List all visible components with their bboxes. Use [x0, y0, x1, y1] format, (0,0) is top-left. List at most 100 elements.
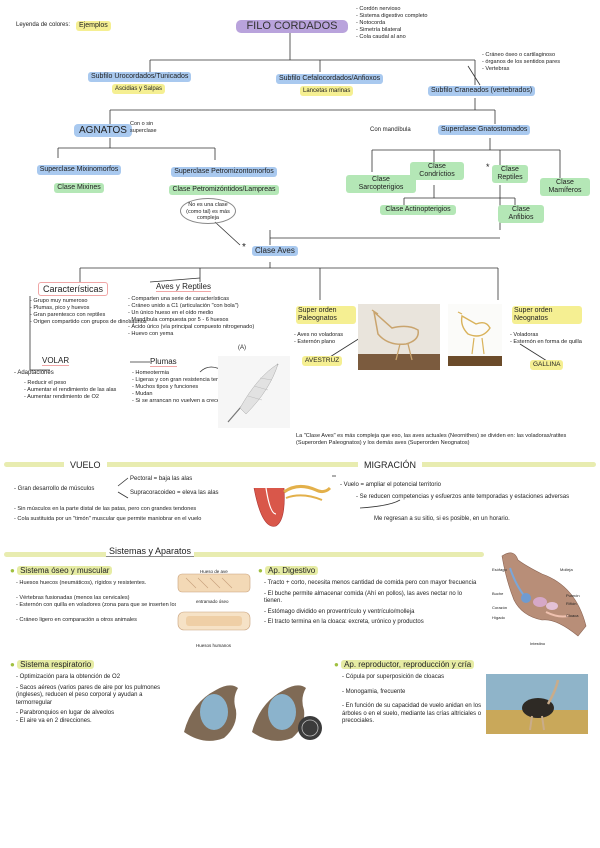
reptiles-star: * — [486, 162, 490, 172]
bullet-icon: ● — [10, 566, 15, 575]
reproductor-title: ● Ap. reproductor, reproducción y cría — [334, 660, 475, 669]
migracion-item-2: - Se reducen competencias y esfuerzos an… — [356, 494, 570, 500]
list-item: - Cópula por superposición de cloacas — [342, 674, 445, 680]
craniata-traits: Cráneo óseo o cartilaginoso órganos de l… — [482, 52, 560, 73]
list-item: Grupo muy numeroso — [30, 298, 147, 305]
list-item: Muchos tipos y funciones — [132, 384, 234, 391]
superclass-petromizontomorfos: Superclase Petromizontomorfos — [171, 167, 277, 177]
class-condrictios: Clase Condríctios — [410, 162, 464, 180]
diag-label-higado: Hígado — [492, 615, 505, 620]
list-item: Homeotermia — [132, 370, 234, 377]
sistemas-title: Sistemas y Aparatos — [106, 546, 195, 557]
list-item: Huesos huecos (neumáticos), rígidos y re… — [16, 580, 230, 587]
trait-item: órganos de los sentidos pares — [482, 59, 560, 66]
list-item-text: El buche permite almacenar comida (Ahí e… — [264, 590, 463, 605]
plumas-title: Plumas — [150, 357, 177, 367]
volar-adaptaciones: - Adaptaciones — [14, 370, 54, 376]
diag-label-intestino: Intestino — [530, 641, 546, 646]
list-item: Aves no voladoras — [294, 332, 343, 339]
vuelo-muscle-supracoracoideo: Supracoracoideo = eleva las alas — [130, 490, 219, 496]
list-item-text: El tracto termina en la cloaca: excreta,… — [267, 619, 424, 625]
list-item-text: Tracto + corto, necesita menos cantidad … — [267, 580, 477, 586]
legend-label: Leyenda de colores: — [16, 22, 71, 28]
class-mixines: Clase Mixines — [54, 183, 104, 193]
list-item-text: En función de su capacidad de vuelo anid… — [342, 703, 482, 724]
bone-label-esponja: entramado óseo — [196, 599, 229, 604]
trait-item: Cordón nervioso — [356, 6, 428, 13]
neognatos-example: GALLINA — [530, 360, 564, 370]
list-item: - El buche permite almacenar comida (Ahí… — [264, 590, 463, 605]
list-item: Aumentar el rendimiento de las alas — [24, 387, 116, 394]
diag-label-cloaca: Cloaca — [566, 613, 579, 618]
aves-star: * — [242, 242, 246, 253]
list-item: Reducir el peso — [24, 380, 116, 387]
list-item-text: Sacos aéreos (varios pares de aire por l… — [16, 684, 161, 706]
migracion-item-text: Se reducen competencias y esfuerzos ante… — [359, 494, 570, 500]
list-item: Sin músculos en la parte distal de las p… — [14, 506, 201, 513]
list-item: Cráneo unido a C1 (articulación "con bol… — [128, 303, 254, 310]
volar-item: Adaptaciones — [17, 370, 54, 376]
paleognatos-title: Super orden Paleognatos — [296, 306, 356, 324]
list-item: Plumas, pico y huevos — [30, 305, 147, 312]
respiratory-diagram — [176, 672, 324, 750]
note-bubble: No es una clase (como tal) es más comple… — [180, 198, 236, 224]
vuelo-main: - Gran desarrollo de músculos — [14, 486, 95, 492]
caracteristicas-list: Grupo muy numeroso Plumas, pico y huevos… — [30, 298, 147, 326]
agnatos-label: AGNATOS — [74, 124, 132, 137]
oseo-title: ● Sistema óseo y muscular — [10, 566, 113, 575]
list-item: Ligeras y con gran resistencia tensional — [132, 377, 233, 384]
list-item: Gran parentesco con reptiles — [30, 312, 147, 319]
respiratorio-list: - Optimización para la obtención de O2 -… — [16, 674, 170, 725]
diag-label-esofago: Esófago — [492, 567, 507, 572]
ostrich-skeleton-photo — [358, 304, 440, 370]
plumas-list: Homeotermia Ligeras y con gran resistenc… — [132, 370, 234, 405]
vuelo-muscle-pectoral: Pectoral = baja las alas — [130, 476, 193, 482]
oseo-title-text: Sistema óseo y muscular — [17, 566, 113, 575]
bone-diagram — [176, 566, 252, 642]
section-divider — [4, 462, 596, 467]
respiratorio-title: ● Sistema respiratorio — [10, 660, 95, 669]
volar-list: Reducir el peso Aumentar el rendimiento … — [24, 380, 116, 401]
vuelo-main-text: Gran desarrollo de músculos — [17, 486, 95, 492]
diag-label-molleja: Molleja — [560, 567, 573, 572]
migracion-item-3: Me regresan a su sitio, si es posible, e… — [374, 516, 510, 522]
list-item: Vértebras fusionadas (menos las cervical… — [16, 595, 230, 602]
list-item: Esternón plano — [294, 339, 343, 346]
list-item: Esternón con quilla en voladores (zona p… — [16, 602, 230, 609]
ostrich-photo — [486, 674, 588, 734]
caracteristicas-title: Características — [38, 282, 109, 296]
diag-label-pulmon: Pulmón — [566, 593, 580, 598]
migracion-title: MIGRACIÓN — [358, 460, 423, 470]
subphylum-cephalochordata: Subfilo Cefalocordados/Anfioxos — [276, 74, 384, 84]
flight-muscle-diagram — [246, 470, 332, 534]
bone-label-humano: Huesos humanos — [196, 643, 232, 648]
gnathostomata-prefix: Con mandíbula — [370, 127, 411, 133]
subphylum-craniata: Subfilo Craneados (vertebrados) — [428, 86, 536, 96]
trait-item: Vertebras — [482, 66, 560, 73]
list-item: Comparten una serie de características — [128, 296, 254, 303]
digestive-system-diagram — [486, 546, 592, 646]
group-petromizontomorfos: Superclase Petromizontomorfos Clase Petr… — [154, 160, 294, 196]
class-actinopterigios: Clase Actinopterigios — [380, 205, 456, 215]
neognatos-title: Super orden Neognatos — [512, 306, 582, 324]
list-item: - El tracto termina en la cloaca: excret… — [264, 619, 424, 625]
chicken-skeleton-photo — [448, 304, 502, 366]
bone-label-hueso: Hueso de ave — [200, 569, 228, 574]
list-item-text: Parabronquios en lugar de alveolos — [19, 710, 115, 716]
reproductor-title-text: Ap. reproductor, reproducción y cría — [341, 660, 475, 669]
list-item: Ácido úrico (vía principal compuesto nit… — [128, 324, 254, 331]
aves-reptiles-title: Aves y Reptiles — [156, 282, 211, 292]
list-item: Cola sustituida por un "timón" muscular … — [14, 516, 201, 523]
vuelo-list: Sin músculos en la parte distal de las p… — [14, 506, 201, 523]
list-item: Huevo con yema — [128, 331, 254, 338]
class-anfibios: Clase Anfibios — [498, 205, 544, 223]
bullet-icon: ● — [258, 566, 263, 575]
list-item: Si se arrancan no vuelven a crecer — [132, 398, 234, 405]
volar-title: VOLAR — [42, 356, 70, 366]
cordados-traits: Cordón nervioso Sistema digestivo comple… — [356, 6, 428, 41]
paleognatos-example: AVESTRUZ — [302, 356, 343, 366]
list-item: - Estómago dividido en proventrículo y v… — [264, 608, 415, 615]
oseo-list: Huesos huecos (neumáticos), rígidos y re… — [16, 580, 230, 624]
respiratorio-title-text: Sistema respiratorio — [17, 660, 95, 669]
digestivo-title-text: Ap. Digestivo — [265, 566, 319, 575]
